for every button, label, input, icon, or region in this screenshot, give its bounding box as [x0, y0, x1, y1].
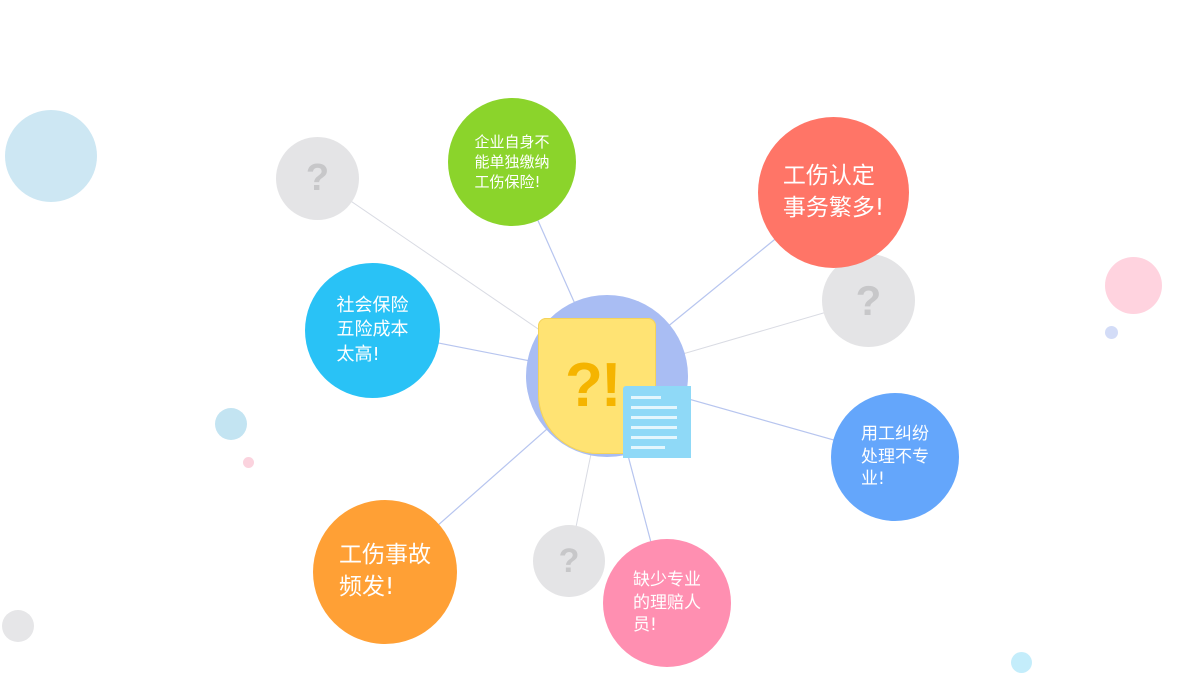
decorative-dot — [1011, 652, 1032, 673]
decorative-dot — [2, 610, 34, 642]
decorative-dot — [243, 457, 254, 468]
center-hub-symbol: ?! — [565, 351, 622, 420]
node-label: 社会保险 五险成本 太高! — [336, 295, 409, 365]
node-label: 工伤事故 频发! — [339, 542, 431, 600]
node-label: 用工纠纷 处理不专 业! — [861, 423, 929, 490]
document-icon — [623, 386, 691, 458]
question-mark: ? — [558, 541, 580, 580]
decorative-dot — [1105, 257, 1162, 314]
question-mark: ? — [305, 157, 330, 199]
decorative-dot — [5, 110, 97, 202]
node-label: 工伤认定 事务繁多! — [782, 162, 885, 221]
unknown-node-right: ? — [822, 254, 915, 347]
node-enterprise-insurance: 企业自身不 能单独缴纳 工伤保险! — [448, 98, 576, 226]
decorative-dot — [215, 408, 247, 440]
node-work-injury-frequent: 工伤事故 频发! — [313, 500, 457, 644]
node-label: 缺少专业 的理赔人 员! — [633, 569, 701, 636]
node-label: 企业自身不 能单独缴纳 工伤保险! — [474, 132, 550, 192]
question-mark: ? — [855, 276, 882, 324]
node-employment-dispute: 用工纠纷 处理不专 业! — [831, 393, 959, 521]
node-work-injury-identification: 工伤认定 事务繁多! — [758, 117, 909, 268]
unknown-node-bottom: ? — [533, 525, 605, 597]
decorative-dot — [1105, 326, 1118, 339]
node-social-insurance-cost: 社会保险 五险成本 太高! — [305, 263, 440, 398]
node-claims-staff: 缺少专业 的理赔人 员! — [603, 539, 731, 667]
unknown-node-top-left: ? — [276, 137, 359, 220]
